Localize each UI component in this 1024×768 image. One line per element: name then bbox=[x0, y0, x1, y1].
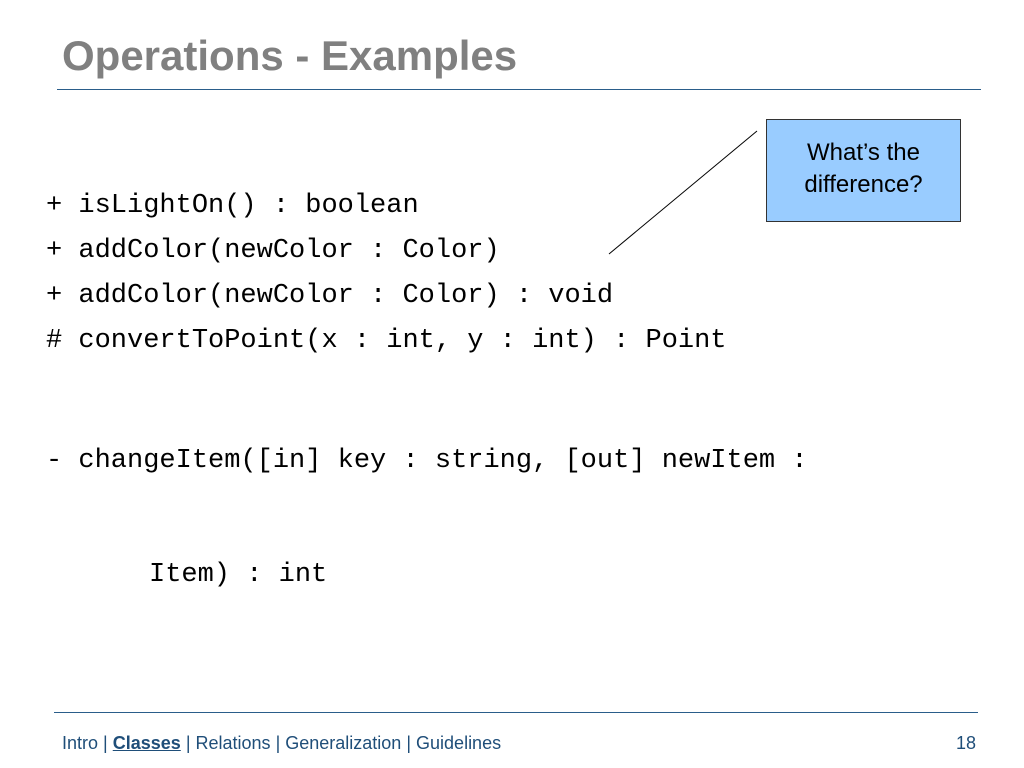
operation-line: + isLightOn() : boolean bbox=[46, 191, 419, 221]
nav-separator: | bbox=[406, 733, 417, 753]
callout-box: What’s the difference? bbox=[766, 119, 961, 222]
footer-navigation: Intro | Classes | Relations | Generaliza… bbox=[62, 731, 501, 755]
operation-list: + isLightOn() : boolean + addColor(newCo… bbox=[46, 186, 808, 670]
title-divider bbox=[57, 89, 981, 90]
nav-separator: | bbox=[103, 733, 113, 753]
nav-link-intro[interactable]: Intro bbox=[62, 733, 99, 753]
nav-link-relations[interactable]: Relations bbox=[195, 733, 271, 753]
nav-link-generalization[interactable]: Generalization bbox=[285, 733, 402, 753]
nav-separator: | bbox=[185, 733, 196, 753]
page-number: 18 bbox=[955, 733, 976, 753]
operation-line-wrapped: - changeItem([in] key : string, [out] ne… bbox=[46, 366, 808, 670]
operation-line-part-2: Item) : int bbox=[149, 560, 328, 590]
nav-separator: | bbox=[275, 733, 286, 753]
slide-title: Operations - Examples bbox=[62, 32, 518, 79]
operation-line: # convertToPoint(x : int, y : int) : Poi… bbox=[46, 326, 727, 356]
footer-divider bbox=[54, 712, 978, 713]
operation-line: + addColor(newColor : Color) : void bbox=[46, 281, 614, 311]
nav-link-guidelines[interactable]: Guidelines bbox=[416, 733, 502, 753]
nav-link-classes[interactable]: Classes bbox=[112, 733, 181, 753]
operation-line-part-1: - changeItem([in] key : string, [out] ne… bbox=[46, 446, 808, 476]
operation-line: + addColor(newColor : Color) bbox=[46, 236, 500, 266]
callout-text: What’s the difference? bbox=[804, 138, 923, 198]
